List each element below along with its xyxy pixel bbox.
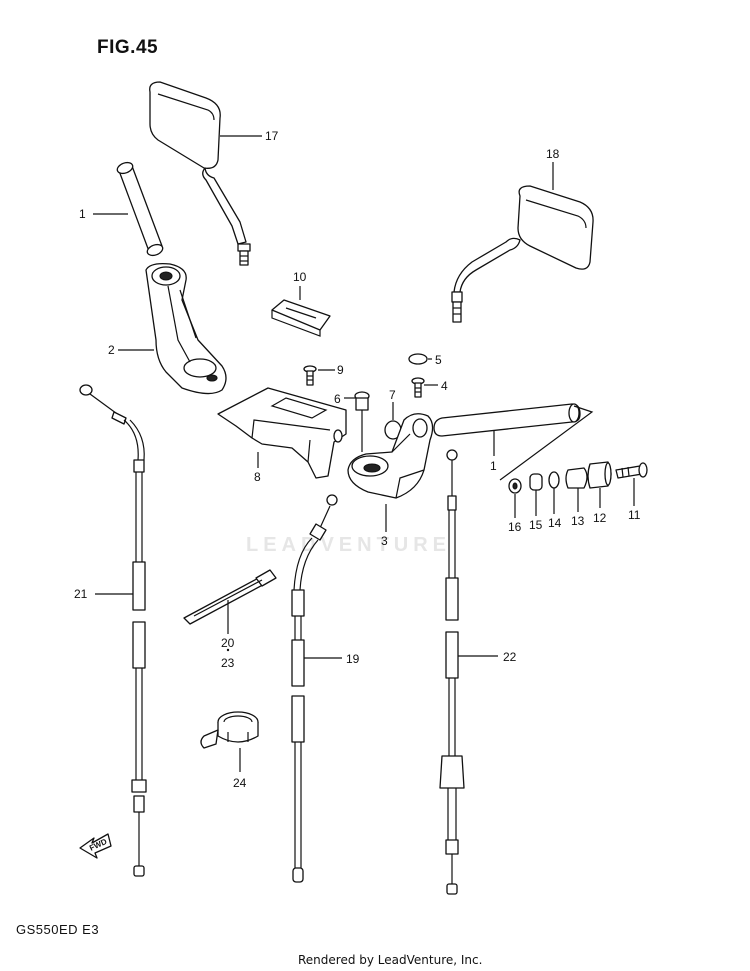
cable-strap [183, 569, 277, 625]
spacer-15 [529, 473, 543, 491]
handlebar-left [116, 161, 164, 257]
callout-6: 6 [334, 392, 341, 406]
nut-6 [354, 391, 370, 452]
callout-20: 20 [221, 636, 235, 650]
callout-24: 24 [233, 776, 247, 790]
cable-22 [439, 449, 465, 895]
balancer-weight-12 [587, 461, 612, 489]
figure-title: FIG.45 [97, 37, 159, 58]
tag-plate [271, 299, 331, 337]
washer-14 [548, 471, 560, 489]
dot-separator [226, 648, 230, 652]
mirror-left [149, 81, 251, 266]
callout-8: 8 [254, 470, 261, 484]
forward-arrow-icon: FWD [79, 833, 112, 859]
screw-11 [615, 462, 648, 479]
callout-9: 9 [337, 363, 344, 377]
callout-4: 4 [441, 379, 448, 393]
callout-17: 17 [265, 129, 279, 143]
callout-16: 16 [508, 520, 522, 534]
callout-14: 14 [548, 516, 562, 530]
handlebar-right [433, 403, 581, 437]
handlebar-holder-right [347, 413, 434, 499]
callout-3: 3 [381, 534, 388, 548]
balancer-plate [217, 387, 347, 479]
bolt-9 [303, 365, 317, 386]
cable-clamp [200, 711, 259, 749]
callout-11: 11 [628, 508, 641, 522]
callout-18: 18 [546, 147, 560, 161]
callout-1: 1 [490, 459, 497, 473]
footer-credit: Rendered by LeadVenture, Inc. [298, 953, 483, 967]
callout-12: 12 [593, 511, 607, 525]
callout-23: 23 [221, 656, 235, 670]
callout-10: 10 [293, 270, 307, 284]
callout-7: 7 [389, 388, 396, 402]
cable-21 [79, 384, 147, 877]
bolt-4 [411, 377, 425, 398]
watermark: LEADVENTURE [246, 534, 452, 556]
callout-5: 5 [435, 353, 442, 367]
callout-13: 13 [571, 514, 585, 528]
callout-22: 22 [503, 650, 517, 664]
callout-21: 21 [74, 587, 88, 601]
callout-15: 15 [529, 518, 543, 532]
callout-19: 19 [346, 652, 360, 666]
cushion-13 [565, 467, 588, 489]
handlebar-holder-left [145, 262, 227, 395]
mirror-right [451, 185, 594, 323]
alignment-line [499, 405, 594, 481]
callout-2: 2 [108, 343, 115, 357]
callout-1: 1 [79, 207, 86, 221]
model-code: GS550ED E3 [16, 922, 100, 937]
washer-5 [408, 353, 428, 365]
nut-16 [508, 478, 522, 494]
cable-19 [291, 494, 338, 883]
